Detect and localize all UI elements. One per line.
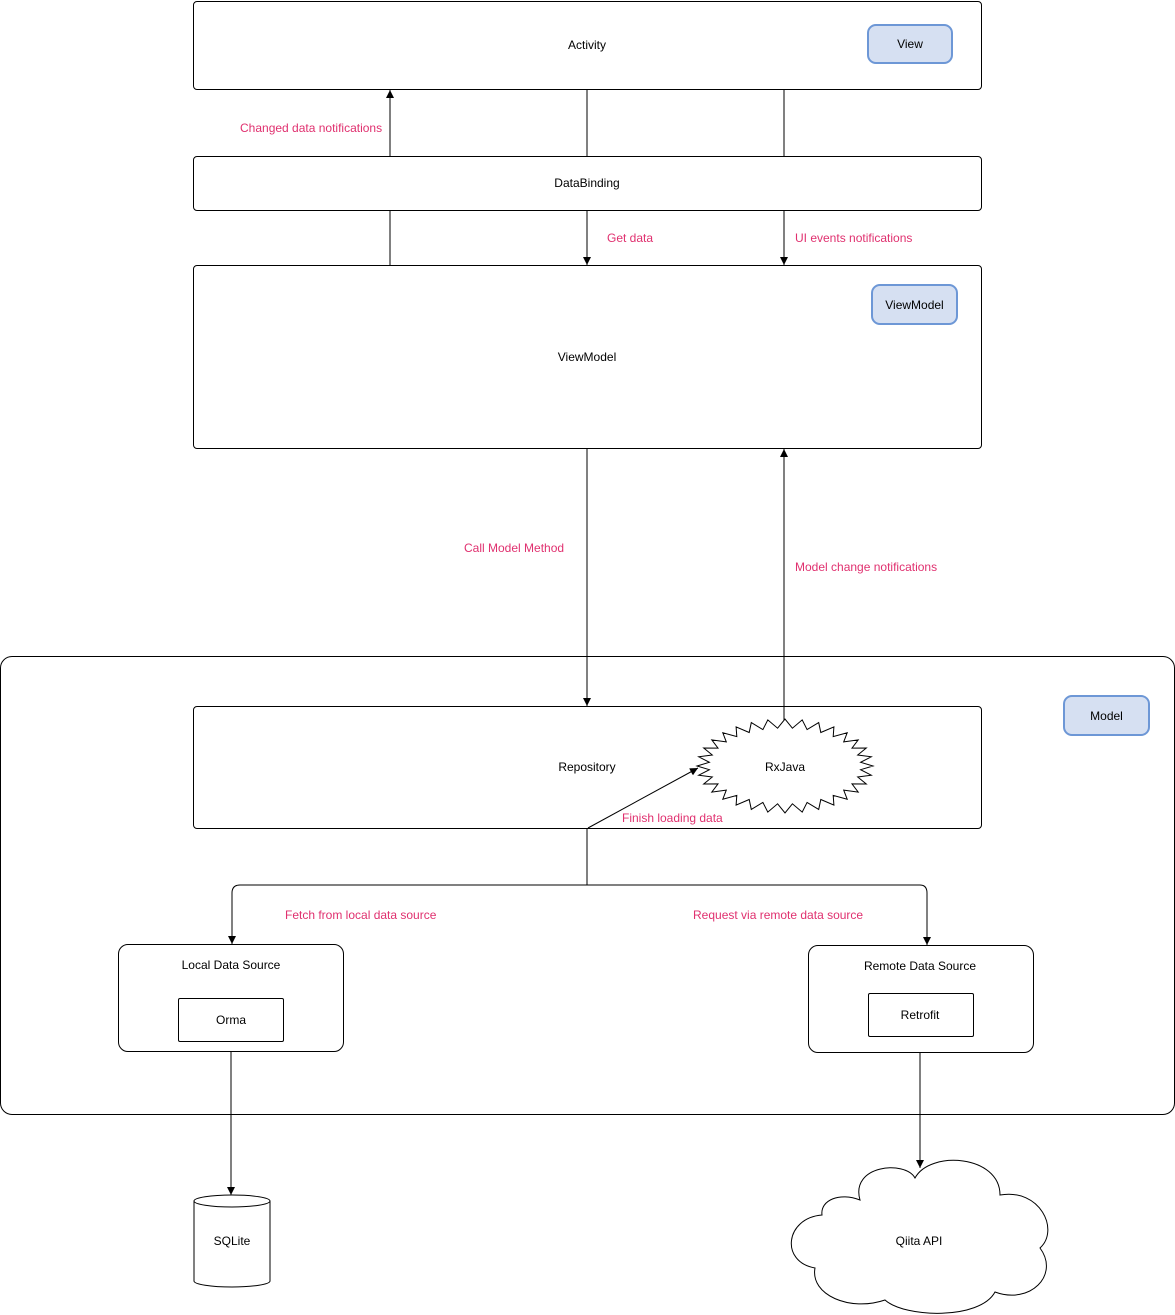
finish-loading-data-label: Finish loading data xyxy=(622,811,723,825)
call-model-method-label: Call Model Method xyxy=(464,541,565,555)
model-tag: Model xyxy=(1063,695,1150,736)
rxjava-label: RxJava xyxy=(764,760,806,774)
remote-data-source-label: Remote Data Source xyxy=(863,959,977,973)
qiita-api-label: Qiita API xyxy=(895,1234,943,1248)
qiita-cloud-shape xyxy=(790,1159,1049,1314)
orma-label: Orma xyxy=(216,1013,246,1027)
activity-label: Activity xyxy=(567,38,607,52)
viewmodel-label: ViewModel xyxy=(557,350,617,364)
fetch-local-arrow xyxy=(228,884,587,944)
retrofit-box xyxy=(868,993,974,1037)
retrofit-label: Retrofit xyxy=(900,1008,940,1022)
request-remote-arrow xyxy=(587,884,931,945)
activity-box xyxy=(193,1,982,90)
request-remote-label: Request via remote data source xyxy=(693,908,864,922)
repository-box xyxy=(193,706,982,829)
viewmodel-box xyxy=(193,265,982,449)
get-data-label: Get data xyxy=(607,231,654,245)
fetch-local-label: Fetch from local data source xyxy=(285,908,437,922)
rxjava-starburst-shape xyxy=(695,718,875,814)
sqlite-label: SQLite xyxy=(213,1234,251,1248)
model-change-notifications-label: Model change notifications xyxy=(795,560,938,574)
orma-box xyxy=(178,998,284,1042)
viewmodel-tag: ViewModel xyxy=(871,284,958,325)
databinding-box xyxy=(193,156,982,211)
changed-data-notifications-label: Changed data notifications xyxy=(240,121,383,135)
repository-label: Repository xyxy=(558,760,616,774)
view-tag: View xyxy=(867,24,953,64)
databinding-label: DataBinding xyxy=(554,176,620,190)
finish-loading-arrow xyxy=(587,767,699,829)
ui-events-notifications-label: UI events notifications xyxy=(795,231,913,245)
sqlite-cylinder-shape xyxy=(193,1194,271,1288)
local-data-source-label: Local Data Source xyxy=(181,958,281,972)
